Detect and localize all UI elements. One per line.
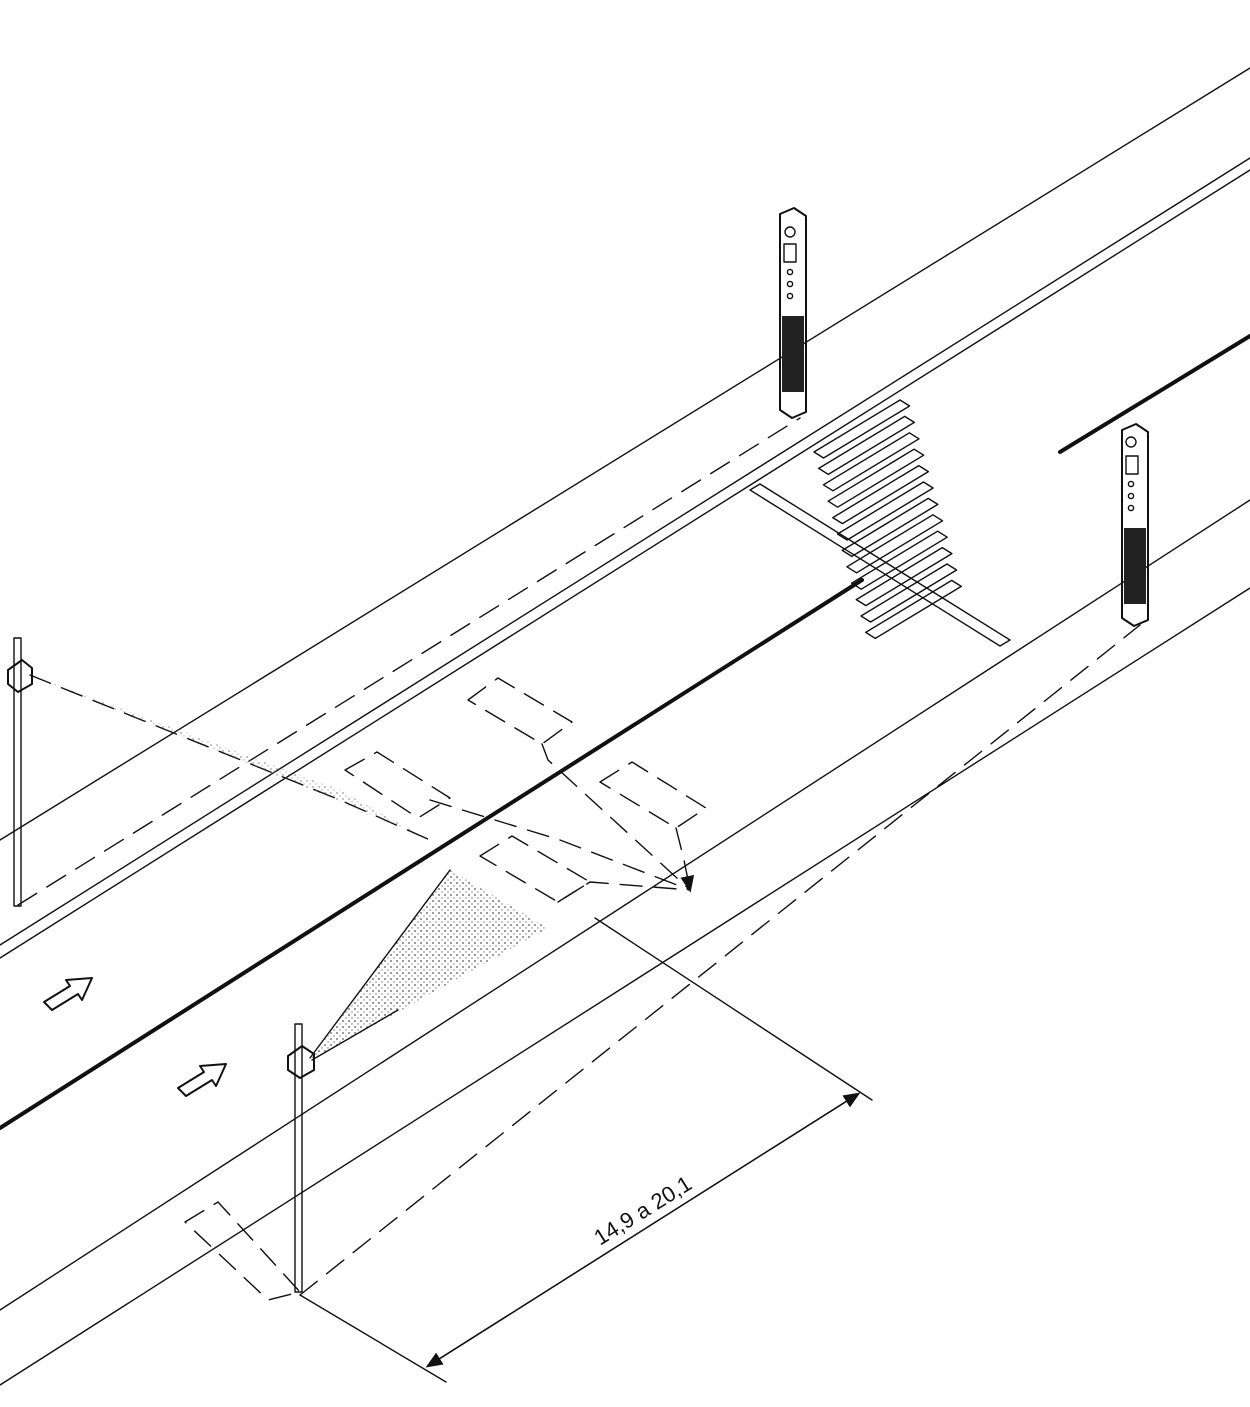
direction-arrow-icon	[43, 977, 93, 1011]
post-button-icon	[786, 292, 794, 300]
detector-head-icon	[287, 1045, 315, 1079]
crosswalk-stripe	[865, 579, 962, 640]
beam-zone3	[675, 827, 695, 893]
detection-zone-5	[184, 1201, 301, 1301]
crosswalk-stripe	[832, 464, 930, 525]
road-edge-near-outer	[0, 587, 1250, 1386]
crosswalk	[749, 399, 1011, 647]
beam-far-1	[29, 674, 431, 841]
beam-zone4	[557, 881, 691, 903]
detector-beams	[29, 674, 695, 903]
road-edge-far-outer	[0, 67, 1250, 841]
dashed-lane-lines	[17, 417, 1141, 1296]
pole-shaft	[13, 637, 22, 907]
detection-zone-1	[467, 677, 573, 745]
push-button-post-far	[779, 207, 807, 419]
detection-zones	[184, 677, 707, 1301]
dashed-line-far	[17, 417, 801, 906]
post-button-icon	[1127, 480, 1135, 488]
post-dark-band	[782, 316, 804, 392]
crosswalk-stripe	[827, 448, 925, 508]
road-edge-far-inner-a	[0, 157, 1250, 946]
post-display-icon	[1125, 455, 1139, 475]
crosswalk-stripe	[860, 563, 958, 623]
coverage-cone-near	[310, 870, 548, 1060]
detection-zone-3	[599, 761, 707, 829]
dimension-line-reverse	[425, 1093, 859, 1368]
detector-head-icon	[7, 659, 33, 693]
beam-zone2	[429, 799, 691, 891]
cone-edge-left	[309, 869, 451, 1059]
coverage-cones	[30, 675, 548, 1061]
beam-zone1	[541, 743, 691, 891]
post-dark-band	[1124, 528, 1146, 604]
dimension-label: 14,9 a 20,1	[589, 1171, 696, 1251]
dimension-extension-top	[594, 917, 873, 1101]
center-line-main	[0, 578, 864, 1130]
dashed-line-near	[299, 624, 1141, 1296]
coverage-cone-far	[30, 675, 420, 835]
road-edge-far-inner-b	[0, 169, 1250, 959]
pole-shaft	[294, 1023, 303, 1293]
crosswalk-stripe	[822, 432, 920, 492]
post-body	[1121, 423, 1149, 627]
detection-zone-2	[344, 751, 451, 819]
center-line-far	[1058, 334, 1250, 454]
road-edge-near-inner	[0, 499, 1250, 1311]
post-button-icon	[786, 268, 794, 276]
crosswalk-stripe	[850, 530, 948, 590]
detector-pole-near	[287, 1023, 315, 1293]
post-button-icon	[1127, 492, 1135, 500]
dimension-extension-bottom	[299, 1294, 447, 1383]
post-display-icon	[783, 243, 797, 263]
post-button-icon	[1127, 504, 1135, 512]
direction-arrow-icon	[177, 1063, 227, 1097]
post-button-icon	[786, 280, 794, 288]
post-body	[779, 207, 807, 419]
center-line	[0, 334, 1250, 1130]
crosswalk-stripe	[818, 415, 915, 476]
crosswalk-stripe	[836, 481, 934, 541]
crosswalk-stripe	[841, 497, 939, 558]
post-signal-icon	[1125, 436, 1137, 448]
push-button-post-near	[1121, 423, 1149, 627]
road-edges	[0, 67, 1250, 1386]
cone-edge-right	[311, 1009, 399, 1061]
direction-arrows	[43, 977, 227, 1097]
crosswalk-stripe	[855, 546, 953, 607]
crosswalk-stripe	[813, 399, 911, 459]
post-signal-icon	[784, 226, 796, 238]
crosswalk-stripe	[846, 514, 944, 574]
detector-pole-far	[7, 637, 33, 907]
